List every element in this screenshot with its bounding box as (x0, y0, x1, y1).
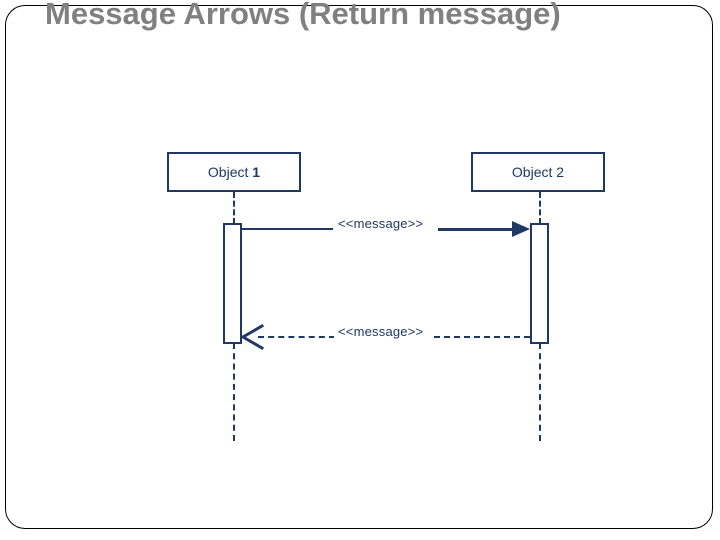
message-return-line-right-segment (434, 336, 530, 338)
activation-bar-object-1[interactable] (223, 223, 242, 344)
message-return-line-left-segment (258, 336, 335, 338)
message-call-line-left-segment (241, 228, 333, 230)
object-box-1-label: Object 1 (208, 164, 260, 180)
object-1-name: Object (207, 164, 249, 180)
lifeline-object-1-upper (233, 192, 235, 224)
object-2-name: Object (511, 164, 553, 180)
lifeline-object-2-lower (539, 343, 541, 441)
object-box-2[interactable]: Object 2 (471, 152, 605, 192)
object-box-1[interactable]: Object 1 (167, 152, 301, 192)
message-call-arrowhead-filled-triangle (512, 221, 530, 237)
activation-bar-object-2[interactable] (530, 223, 549, 344)
message-return-label: <<message>> (334, 324, 428, 339)
lifeline-object-2-upper (539, 192, 541, 224)
lifeline-object-1-lower (233, 343, 235, 441)
message-call-label: <<message>> (334, 216, 428, 231)
message-return-arrowhead-open-v (240, 323, 265, 351)
object-1-index: 1 (252, 164, 261, 180)
page-title: Message Arrows (Return message) (45, 0, 561, 31)
message-call-line-right-segment (438, 228, 516, 231)
object-2-index: 2 (556, 164, 565, 180)
object-box-2-label: Object 2 (512, 164, 564, 180)
